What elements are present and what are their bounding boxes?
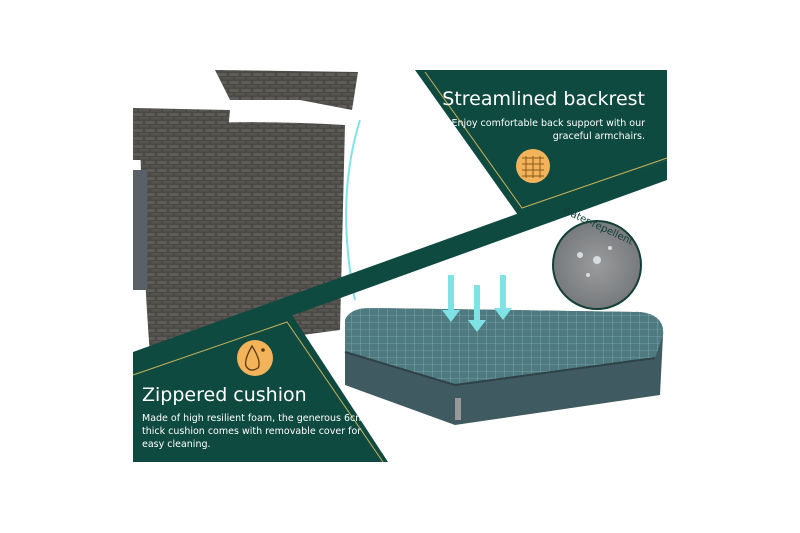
fabric-closeup bbox=[552, 220, 642, 310]
weave-icon bbox=[516, 149, 550, 183]
pressure-arrows-icon bbox=[442, 275, 512, 332]
backrest-title: Streamlined backrest bbox=[442, 88, 645, 110]
water-drop-icon bbox=[237, 340, 273, 376]
backrest-panel bbox=[415, 70, 667, 215]
cushion-description: Made of high resilient foam, the generou… bbox=[142, 413, 365, 450]
diagonal-band bbox=[133, 160, 667, 373]
cushion-panel bbox=[133, 312, 388, 462]
cushion-image bbox=[344, 275, 664, 425]
backrest-description: Enjoy comfortable back support with our … bbox=[451, 118, 645, 142]
cushion-title: Zippered cushion bbox=[142, 384, 307, 406]
